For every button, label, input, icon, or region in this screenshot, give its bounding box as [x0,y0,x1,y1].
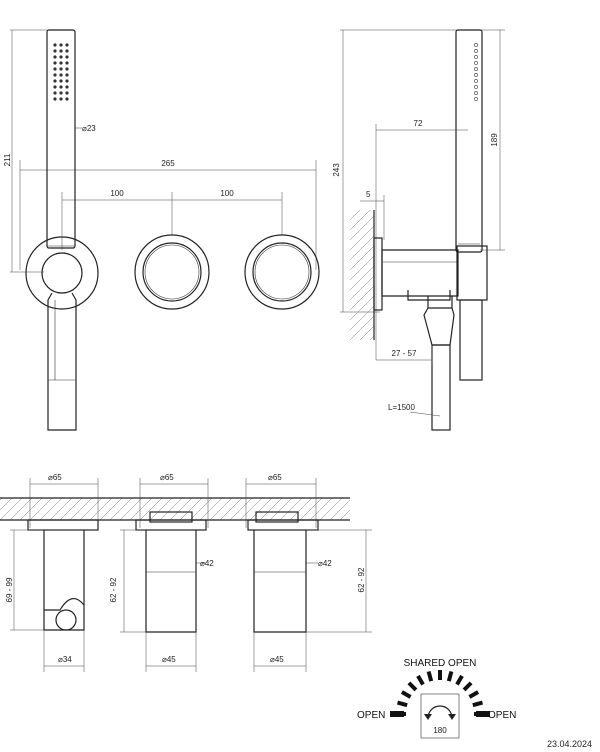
nozzle-dot [59,61,63,65]
nozzle-dot-side [474,97,478,101]
nozzle-dot [53,55,57,59]
arc-dash [462,681,473,692]
wall-section [350,210,374,340]
arc-dash [396,700,408,708]
nozzle-dot [65,97,69,101]
dim-243: 243 [332,163,341,177]
nozzle-dot [65,91,69,95]
arc-dash [446,670,454,682]
s1-dim-height: 69 - 99 [5,577,14,602]
nozzle-dot [53,97,57,101]
drawing-date: 23.04.2024 [547,739,592,749]
open-left-bar [390,711,404,717]
open-right-bar [476,711,490,717]
nozzle-dot [53,61,57,65]
nozzle-dot [59,97,63,101]
dim-5: 5 [366,190,371,199]
arc-dash [426,670,434,682]
nozzle-dot [53,43,57,47]
dim-265: 265 [161,159,175,168]
handshower-nozzles [53,43,69,101]
hose-length-label: L=1500 [388,403,415,412]
dim-d23: ⌀23 [82,124,96,133]
nozzle-dot [53,49,57,53]
nozzle-dot [65,67,69,71]
front-view: 211 265 100 100 ⌀23 [3,29,320,431]
s1-dim-d34: ⌀34 [58,655,72,664]
handshower-body [46,29,76,249]
diverter-arc-dashes [396,670,484,716]
nozzle-dot [65,73,69,77]
nozzle-dot [53,85,57,89]
arc-dash [416,674,425,686]
nozzle-dot-side [474,67,478,71]
s2-dim-height: 62 - 92 [109,577,118,602]
nozzle-dot [53,91,57,95]
open-left-label: OPEN [357,710,385,721]
nozzle-dot [59,49,63,53]
s3-dim-d42: ⌀42 [318,559,332,568]
mixer-knob-2 [244,234,320,310]
rotation-arrow [427,705,453,719]
nozzle-dot-side [474,91,478,95]
arc-dash [468,690,480,699]
nozzle-dot [59,91,63,95]
handshower-side-nozzles [474,43,478,101]
s2-dim-d45: ⌀45 [162,655,176,664]
side-view: 243 189 72 5 [332,29,505,431]
dim-72: 72 [414,119,423,128]
diverter-handle-box [420,693,460,739]
nozzle-dot [53,79,57,83]
nozzle-dot-side [474,55,478,59]
mixer-knob-1 [134,234,210,310]
nozzle-dot [53,67,57,71]
open-right-label: OPEN [488,710,516,721]
nozzle-dot [53,73,57,77]
nozzle-dot [65,61,69,65]
section-views: ⌀65 69 - 99 ⌀34 ⌀65 ⌀42 [0,473,372,672]
dim-100-b: 100 [220,189,234,198]
shared-open-label: SHARED OPEN [404,658,477,669]
s1-dim-d65: ⌀65 [48,473,62,482]
nozzle-dot-side [474,79,478,83]
s2-dim-d65: ⌀65 [160,473,174,482]
rotation-angle: 180 [433,726,447,735]
dim-27-57: 27 - 57 [392,349,417,358]
handshower-side [455,29,483,253]
s2-dim-d42: ⌀42 [200,559,214,568]
dim-100-a: 100 [110,189,124,198]
nozzle-dot [59,79,63,83]
diverter-symbol: SHARED OPEN OPEN OPEN 180 [357,658,516,739]
nozzle-dot [65,43,69,47]
nozzle-dot [59,55,63,59]
s3-dim-d65: ⌀65 [268,473,282,482]
arc-dash [407,681,418,692]
nozzle-dot [59,67,63,71]
dim-211: 211 [3,153,12,166]
nozzle-dot [65,79,69,83]
section-1: ⌀65 69 - 99 ⌀34 [5,473,99,672]
nozzle-dot-side [474,73,478,77]
dim-189: 189 [490,133,499,147]
nozzle-dot [59,73,63,77]
arc-dash [400,690,412,699]
nozzle-dot-side [474,61,478,65]
arc-dash [455,674,464,686]
section-3: ⌀65 ⌀42 62 - 92 ⌀45 [245,473,372,672]
nozzle-dot-side [474,85,478,89]
nozzle-dot-side [474,49,478,53]
nozzle-dot [65,55,69,59]
s3-dim-height: 62 - 92 [357,567,366,592]
nozzle-dot-side [474,43,478,47]
s3-dim-d45: ⌀45 [270,655,284,664]
nozzle-dot [59,85,63,89]
section-2: ⌀65 ⌀42 62 - 92 ⌀45 [109,473,214,672]
nozzle-dot [65,49,69,53]
valve-body [381,249,459,297]
nozzle-dot [65,85,69,89]
arc-dash [472,700,484,708]
nozzle-dot [59,43,63,47]
holder-rosette [25,236,99,310]
